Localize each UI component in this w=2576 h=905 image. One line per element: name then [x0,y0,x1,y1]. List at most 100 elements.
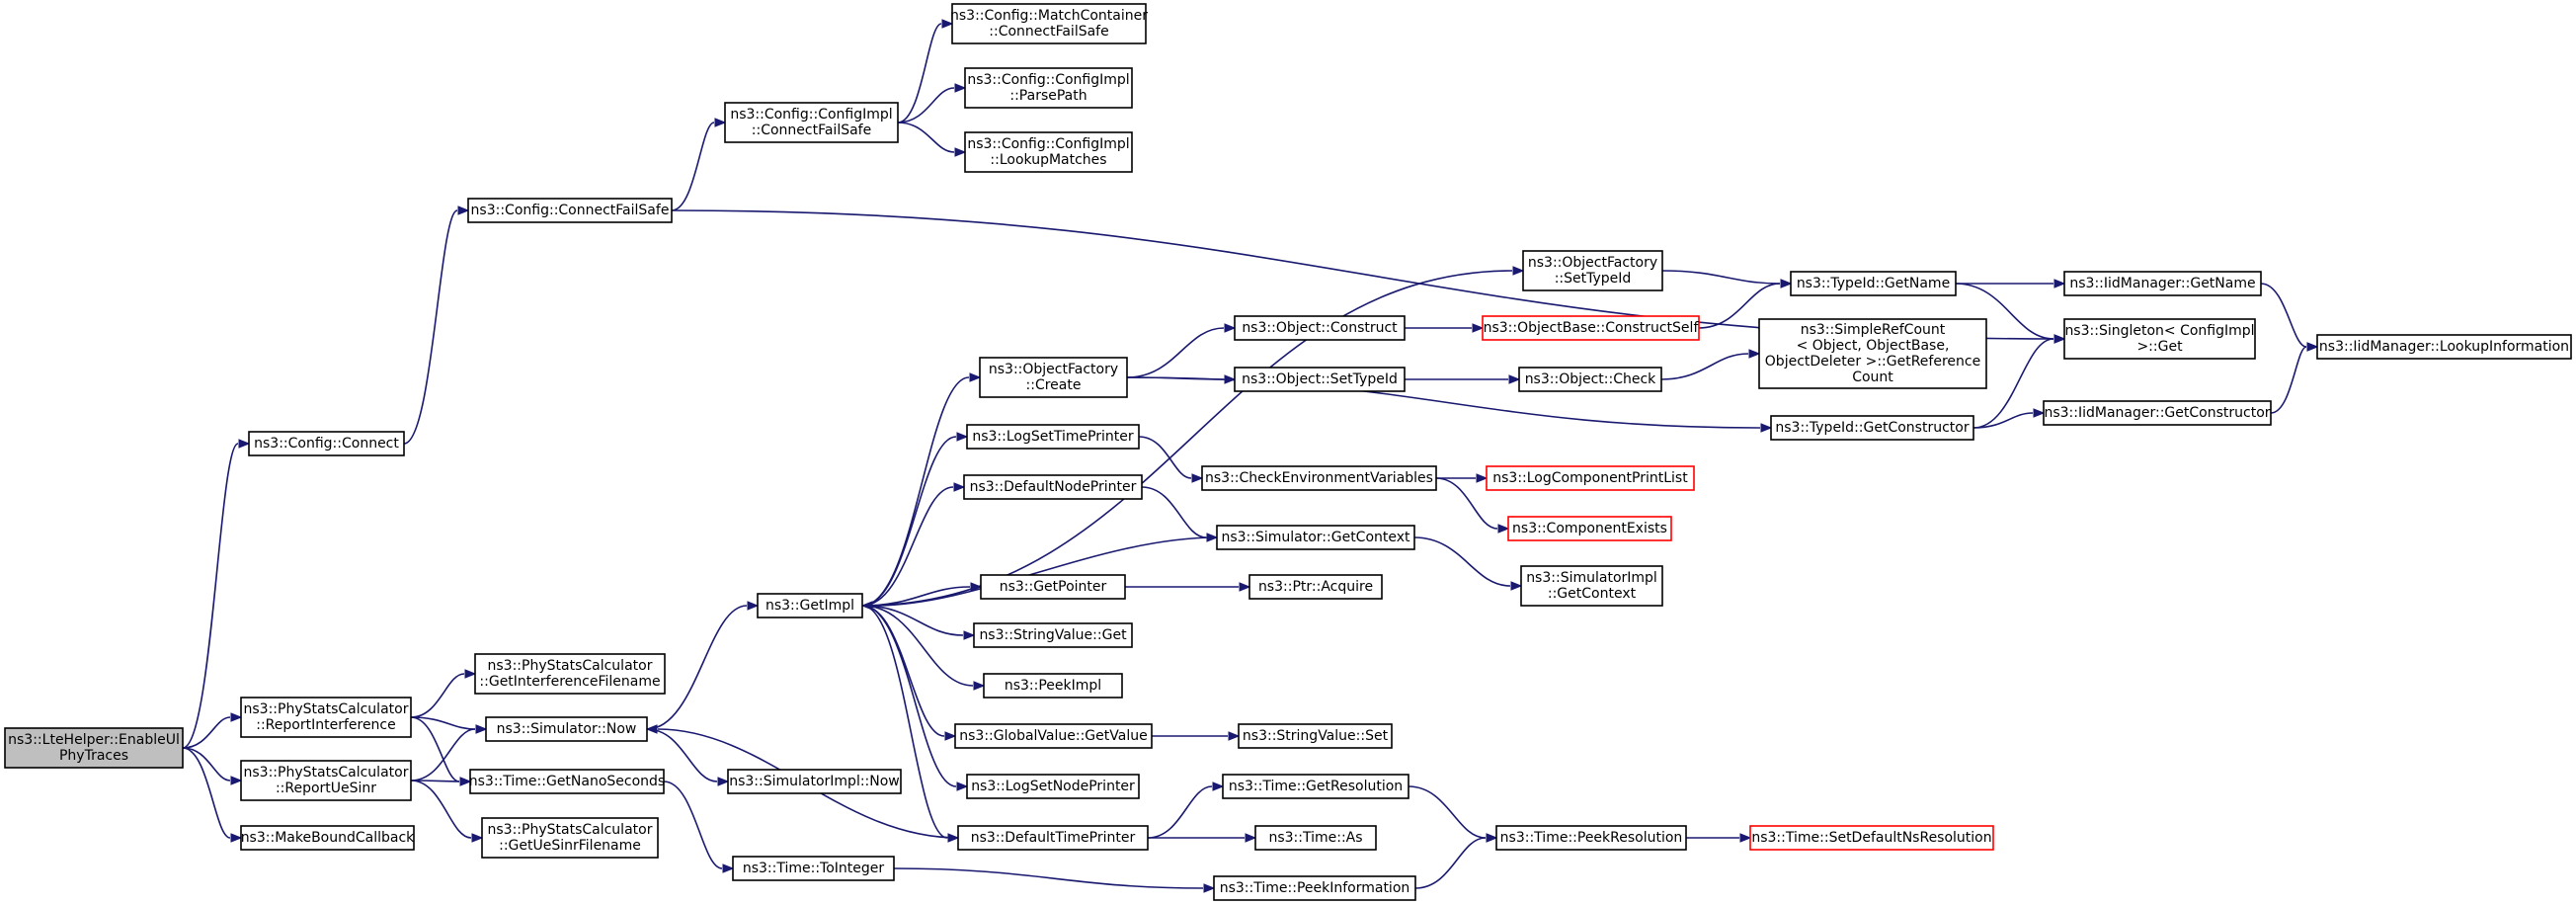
node-label: ns3::Time::PeekResolution [1500,830,1683,846]
node-box [2063,271,2262,296]
node-globalvalue-getvalue[interactable]: ns3::GlobalValue::GetValue [954,723,1153,749]
node-label: ObjectDeleter >::GetReference [1765,354,1980,370]
node-stringvalue-set[interactable]: ns3::StringValue::Set [1238,723,1393,749]
edge-arrowhead [1497,524,1510,534]
node-singleton-configimpl-get[interactable]: ns3::Singleton< ConfigImpl >::Get [2063,318,2256,360]
edge-simulator_now-to-getimpl [646,605,748,730]
edge-arrowhead [230,776,243,785]
edge-root-to-config_connect [182,443,239,749]
node-logcomponentprintlist[interactable]: ns3::LogComponentPrintList [1486,465,1695,491]
node-label: ns3::TypeId::GetConstructor [1775,420,1969,436]
edge-arrowhead [1512,266,1525,276]
edge-root-to-psc_reportinterference [182,716,231,749]
node-psc-reportinterference[interactable]: ns3::PhyStatsCalculator::ReportInterfere… [240,697,412,738]
node-getpointer[interactable]: ns3::GetPointer [980,574,1126,600]
node-label: ns3::LogSetTimePrinter [972,429,1134,445]
node-object-settypeid[interactable]: ns3::Object::SetTypeId [1234,367,1406,392]
edge-arrowhead [2053,279,2066,288]
node-peekimpl[interactable]: ns3::PeekImpl [983,673,1123,699]
node-configimpl-lookupmatches[interactable]: ns3::Config::ConfigImpl::LookupMatches [964,131,1133,173]
node-box [1222,774,1409,799]
node-defaultnodeprinter[interactable]: ns3::DefaultNodePrinter [963,474,1143,500]
node-box [1234,367,1406,392]
node-makeboundcallback[interactable]: ns3::MakeBoundCallback [240,825,415,851]
node-label: ns3::GetImpl [765,598,854,614]
node-simulatorimpl-now[interactable]: ns3::SimulatorImpl::Now [727,769,902,794]
node-objectbase-constructself[interactable]: ns3::ObjectBase::ConstructSelf [1482,315,1700,341]
node-box [485,716,648,742]
node-box [1495,825,1687,851]
node-time-peekinformation[interactable]: ns3::Time::PeekInformation [1213,875,1416,901]
edge-arrowhead [2306,342,2319,352]
node-box [979,357,1128,398]
edge-arrowhead [645,724,658,734]
edge-time_tointeger-to-time_peekinformation [893,867,1204,889]
edge-arrowhead [969,372,982,382]
edge-defaultnodeprinter-to-simulator_getcontext [1141,486,1207,538]
node-iidmanager-getconstructor[interactable]: ns3::IidManager::GetConstructor [2043,400,2272,426]
node-time-as[interactable]: ns3::Time::As [1254,825,1377,851]
node-defaulttimeprinter[interactable]: ns3::DefaultTimePrinter [957,825,1149,851]
node-checkenvironmentvariables[interactable]: ns3::CheckEnvironmentVariables [1201,465,1437,491]
node-psc-getinterferencefilename[interactable]: ns3::PhyStatsCalculator::GetInterference… [474,653,666,695]
node-label: ns3::SimulatorImpl::Now [729,774,900,789]
node-psc-reportuesinr[interactable]: ns3::PhyStatsCalculator::ReportUeSinr [240,760,412,801]
edge-arrowhead [459,777,472,786]
node-time-tointeger[interactable]: ns3::Time::ToInteger [732,856,895,881]
node-label: Count [1852,370,1893,385]
node-simulator-getcontext[interactable]: ns3::Simulator::GetContext [1216,525,1415,550]
node-object-construct[interactable]: ns3::Object::Construct [1234,315,1406,341]
node-object-check[interactable]: ns3::Object::Check [1518,367,1662,392]
node-box [957,825,1149,851]
node-box [4,727,184,769]
edge-configimpl_connectfailsafe-to-configimpl_lookupmatches [897,122,955,153]
edge-root-to-psc_reportuesinr [182,747,231,782]
node-time-getresolution[interactable]: ns3::Time::GetResolution [1222,774,1409,799]
node-objectfactory-create[interactable]: ns3::ObjectFactory::Create [979,357,1128,398]
node-logsetnodeprinter[interactable]: ns3::LogSetNodePrinter [966,774,1140,799]
node-config-connect[interactable]: ns3::Config::Connect [248,431,405,456]
node-box [2043,400,2272,426]
node-iidmanager-getname[interactable]: ns3::IidManager::GetName [2063,271,2262,296]
node-componentexists[interactable]: ns3::ComponentExists [1507,516,1672,541]
node-getimpl[interactable]: ns3::GetImpl [757,593,863,618]
node-time-setdefaultnsresolution[interactable]: ns3::Time::SetDefaultNsResolution [1749,825,1994,851]
node-box [474,653,666,695]
edge-arrowhead [457,206,470,215]
edge-psc_reportinterference-to-time_getnanoseconds [410,716,460,782]
edge-arrowhead [471,833,484,843]
edge-arrowhead [956,782,969,791]
node-box [964,131,1133,173]
node-simulator-now[interactable]: ns3::Simulator::Now [485,716,648,742]
node-logsettimeprinter[interactable]: ns3::LogSetTimePrinter [966,424,1140,450]
node-matchcontainer-connectfailsafe[interactable]: ns3::Config::MatchContainer::ConnectFail… [950,3,1148,44]
node-config-connectfailsafe[interactable]: ns3::Config::ConnectFailSafe [467,198,673,223]
node-label: >::Get [2136,339,2183,355]
node-configimpl-parsepath[interactable]: ns3::Config::ConfigImpl::ParsePath [964,67,1133,109]
node-objectfactory-settypeid[interactable]: ns3::ObjectFactory::SetTypeId [1522,250,1663,291]
node-box [724,102,899,143]
edge-arrowhead [230,712,243,722]
node-simulatorimpl-getcontext[interactable]: ns3::SimulatorImpl::GetContext [1520,565,1663,607]
node-typeid-getname[interactable]: ns3::TypeId::GetName [1790,271,1957,296]
node-label: ns3::TypeId::GetName [1797,276,1950,291]
node-time-getnanoseconds[interactable]: ns3::Time::GetNanoSeconds [469,769,665,794]
node-box [1254,825,1377,851]
node-stringvalue-get[interactable]: ns3::StringValue::Get [973,622,1133,648]
node-configimpl-connectfailsafe[interactable]: ns3::Config::ConfigImpl::ConnectFailSafe [724,102,899,143]
node-typeid-getconstructor[interactable]: ns3::TypeId::GetConstructor [1770,415,1974,441]
edge-arrowhead [1508,374,1521,384]
edge-simulator_getcontext-to-simulatorimpl_getcontext [1413,536,1511,587]
node-label: ns3::Config::Connect [254,436,399,452]
node-time-peekresolution[interactable]: ns3::Time::PeekResolution [1495,825,1687,851]
edge-arrowhead [2053,334,2066,344]
node-ptr-acquire[interactable]: ns3::Ptr::Acquire [1248,574,1383,600]
node-label: ns3::Simulator::GetContext [1221,530,1410,545]
node-iidmanager-lookupinformation[interactable]: ns3::IidManager::LookupInformation [2316,334,2572,360]
node-label: ::LookupMatches [990,152,1106,168]
node-psc-getuesinrfilename[interactable]: ns3::PhyStatsCalculator::GetUeSinrFilena… [481,817,659,859]
node-simplerefcount-getreferencecount[interactable]: ns3::SimpleRefCount< Object, ObjectBase,… [1758,318,1987,389]
node-box [757,593,863,618]
node-label: ns3::LogComponentPrintList [1492,470,1688,486]
